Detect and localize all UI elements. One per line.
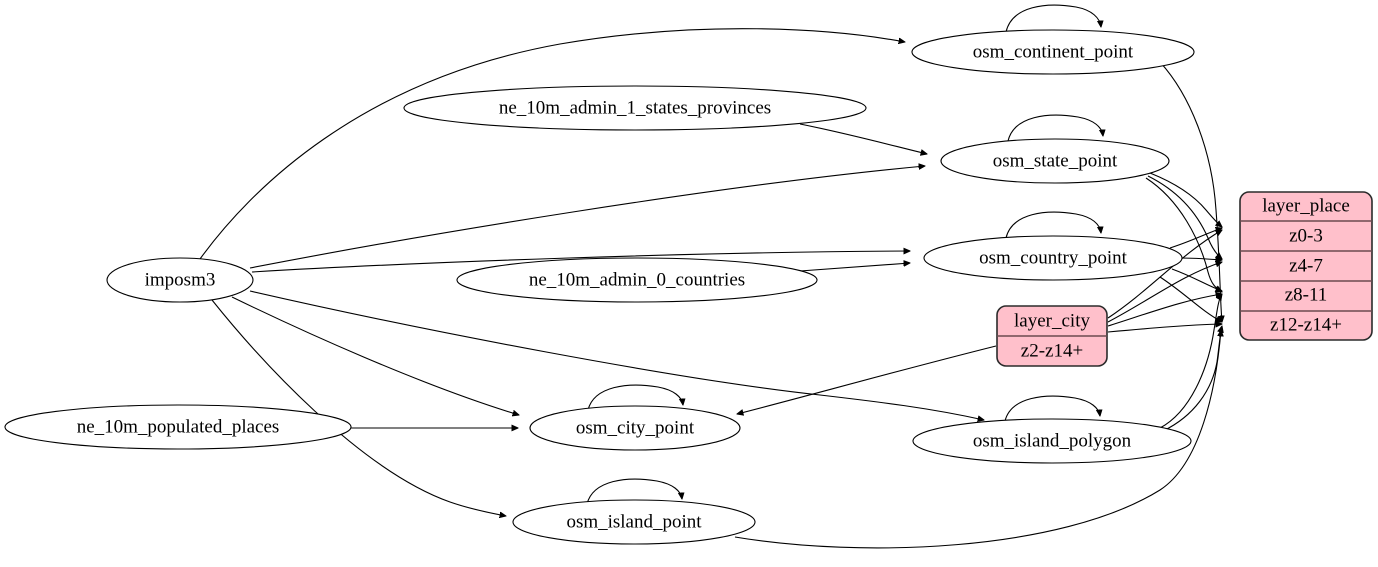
node-layer-place-row-z4-7[interactable]: z4-7	[1289, 255, 1323, 276]
edge-osm-island-point-to-layer-place-z12	[734, 330, 1221, 549]
node-osm-continent-point-label: osm_continent_point	[973, 41, 1134, 62]
node-ne-populated-shape[interactable]	[4, 404, 352, 450]
edge-osm-country-point-to-layer-place-z0-3	[1169, 228, 1222, 249]
node-ne-populated-label: ne_10m_populated_places	[77, 416, 280, 437]
node-layer: imposm3 ne_10m_admin_1_states_provinces …	[4, 29, 1373, 545]
node-layer-city[interactable]: layer_city z2-z14+	[996, 305, 1108, 367]
node-osm-city-point-shape[interactable]	[529, 405, 741, 451]
node-ne-states-label: ne_10m_admin_1_states_provinces	[499, 97, 771, 118]
node-imposm3-label: imposm3	[145, 269, 216, 290]
edge-self-loop-osm-city-point	[587, 384, 683, 411]
node-ne-countries-shape[interactable]	[456, 257, 818, 303]
node-osm-city-point-label: osm_city_point	[576, 417, 695, 438]
node-osm-island-point[interactable]: osm_island_point	[512, 499, 756, 545]
node-osm-state-point-shape[interactable]	[940, 138, 1170, 184]
edge-self-loop-osm-island-polygon	[1004, 395, 1100, 422]
node-osm-country-point[interactable]: osm_country_point	[923, 235, 1183, 281]
edge-layer-city-to-osm-city-point	[737, 345, 997, 414]
edge-imposm3-to-osm-continent-point	[199, 28, 905, 260]
edge-imposm3-to-osm-city-point	[231, 296, 519, 415]
node-osm-continent-point-shape[interactable]	[911, 29, 1195, 75]
node-osm-state-point[interactable]: osm_state_point	[940, 138, 1170, 184]
node-osm-city-point[interactable]: osm_city_point	[529, 405, 741, 451]
node-layer-city-row-z2-z14[interactable]: z2-z14+	[1021, 340, 1083, 361]
edge-osm-state-point-to-layer-place-z8-11	[1145, 177, 1222, 292]
edge-imposm3-to-osm-country-point	[251, 251, 910, 273]
node-layer-place-header-label: layer_place	[1262, 195, 1350, 216]
edge-self-loop-osm-continent-point	[1005, 4, 1101, 33]
edge-layer	[199, 4, 1222, 549]
edge-self-loop-osm-country-point	[1005, 211, 1101, 239]
node-osm-island-point-label: osm_island_point	[566, 511, 702, 532]
edge-layer-city-to-layer-place-z4-7	[1107, 262, 1222, 323]
node-ne-10m-admin-1-states-provinces[interactable]: ne_10m_admin_1_states_provinces	[403, 85, 867, 131]
edge-osm-island-polygon-to-layer-place-z8-11	[1159, 294, 1222, 429]
edge-imposm3-to-osm-island-polygon	[249, 290, 984, 420]
edge-layer-city-to-layer-place-z12	[1107, 324, 1222, 333]
node-imposm3-shape[interactable]	[106, 257, 254, 303]
node-layer-city-header-label: layer_city	[1014, 310, 1090, 331]
node-layer-place-row-z0-3[interactable]: z0-3	[1289, 225, 1323, 246]
node-osm-continent-point[interactable]: osm_continent_point	[911, 29, 1195, 75]
edge-self-loop-osm-state-point	[1007, 114, 1103, 142]
edge-osm-country-point-to-layer-place-z8-11	[1171, 268, 1222, 291]
node-ne-states-shape[interactable]	[403, 85, 867, 131]
edge-osm-state-point-to-layer-place-z0-3	[1149, 172, 1222, 227]
edge-imposm3-to-osm-island-point	[211, 299, 506, 516]
node-layer-place[interactable]: layer_place z0-3 z4-7 z8-11 z12-z14+	[1239, 191, 1373, 341]
edge-osm-island-polygon-to-layer-place-z12	[1162, 326, 1222, 432]
edge-osm-country-point-to-layer-place-z4-7	[1177, 258, 1222, 260]
edge-layer-city-to-layer-place-z8-11	[1107, 294, 1222, 327]
edge-osm-state-point-to-layer-place-z4-7	[1147, 175, 1222, 259]
edge-layer-city-to-layer-place-z0-3	[1107, 230, 1222, 319]
node-layer-place-row-z12-z14[interactable]: z12-z14+	[1270, 314, 1342, 335]
node-osm-island-polygon-shape[interactable]	[912, 418, 1192, 464]
edge-ne-states-to-osm-state-point	[799, 123, 927, 154]
node-osm-state-point-label: osm_state_point	[993, 150, 1118, 171]
node-layer-place-row-z8-11[interactable]: z8-11	[1285, 284, 1328, 305]
node-osm-country-point-shape[interactable]	[923, 235, 1183, 281]
edge-self-loop-osm-island-point	[586, 478, 682, 505]
node-ne-10m-populated-places[interactable]: ne_10m_populated_places	[4, 404, 352, 450]
node-layer-place-box[interactable]	[1239, 191, 1373, 341]
node-osm-island-polygon[interactable]: osm_island_polygon	[912, 418, 1192, 464]
node-imposm3[interactable]: imposm3	[106, 257, 254, 303]
node-osm-island-polygon-label: osm_island_polygon	[973, 430, 1132, 451]
node-osm-island-point-shape[interactable]	[512, 499, 756, 545]
node-ne-countries-label: ne_10m_admin_0_countries	[529, 269, 745, 290]
edge-ne-countries-to-osm-country-point	[799, 263, 910, 272]
node-ne-10m-admin-0-countries[interactable]: ne_10m_admin_0_countries	[456, 257, 818, 303]
node-osm-country-point-label: osm_country_point	[979, 247, 1127, 268]
edge-imposm3-to-osm-state-point	[249, 166, 925, 269]
